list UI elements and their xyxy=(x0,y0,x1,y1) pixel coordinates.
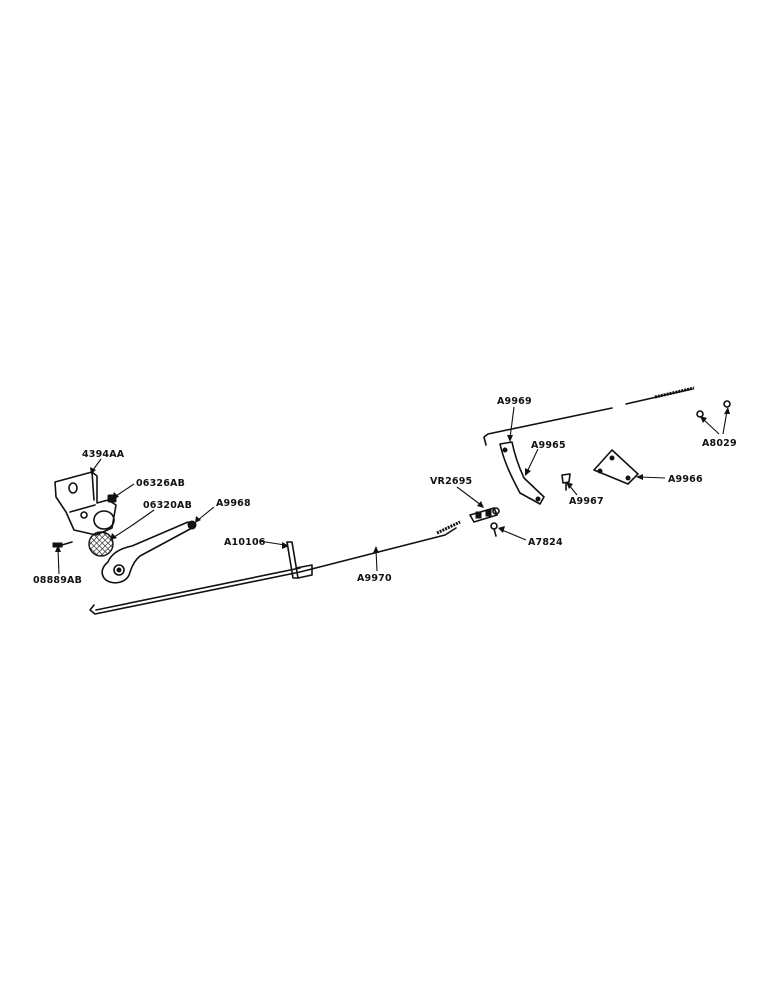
label-A9966: A9966 xyxy=(668,474,703,485)
clevis-VR2695-part xyxy=(469,507,500,523)
rod-A9969-part xyxy=(483,386,695,446)
bracket-4394AA-part xyxy=(54,471,117,536)
arm-A9965-part xyxy=(499,441,545,505)
label-A10106: A10106 xyxy=(224,537,266,548)
washers-A8029-part xyxy=(696,400,731,418)
label-4394AA: 4394AA xyxy=(82,449,125,460)
label-A9968: A9968 xyxy=(216,498,251,509)
plate-A9966-part xyxy=(593,449,639,485)
label-VR2695: VR2695 xyxy=(430,476,472,487)
label-08889AB: 08889AB xyxy=(33,575,82,586)
label-A7824: A7824 xyxy=(528,537,563,548)
rod-A9970-part xyxy=(89,520,461,615)
label-A9969: A9969 xyxy=(497,396,532,407)
label-A9965: A9965 xyxy=(531,440,566,451)
label-06326AB: 06326AB xyxy=(136,478,185,489)
label-A9970: A9970 xyxy=(357,573,392,584)
clamp-A10106-part xyxy=(286,541,313,579)
lever-A9968-part xyxy=(101,520,197,584)
label-A9967: A9967 xyxy=(569,496,604,507)
knob-06320AB-part xyxy=(88,531,114,557)
label-A8029: A8029 xyxy=(702,438,737,449)
pin-A7824-part xyxy=(490,522,498,537)
bolt-A9967-part xyxy=(561,473,571,491)
label-06320AB: 06320AB xyxy=(143,500,192,511)
leader-lines xyxy=(55,406,730,575)
bolt-08889AB-part xyxy=(52,541,73,548)
